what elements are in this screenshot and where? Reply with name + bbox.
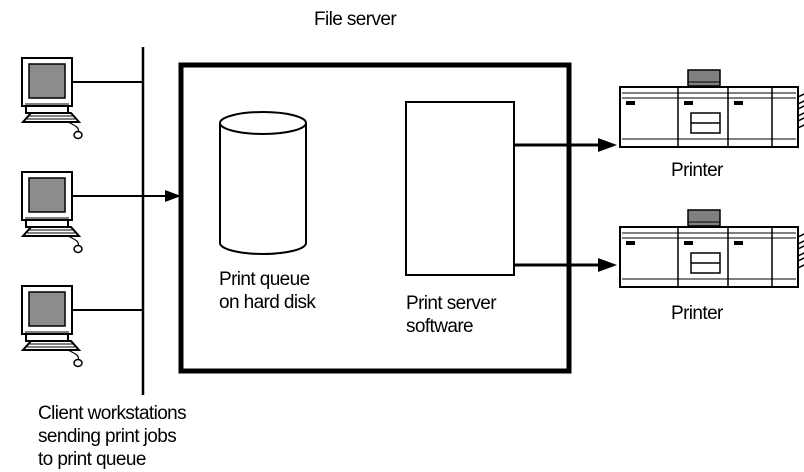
print-server-software-box: [406, 102, 514, 275]
printer-label-1: Printer: [671, 159, 723, 182]
laser-printer-icon: [620, 210, 804, 287]
print-server-software-label-line-1: Print server: [406, 292, 496, 315]
printer-label-2: Printer: [671, 302, 723, 325]
laser-printer-icon: [620, 70, 804, 147]
print-queue-label-line-1: Print queue: [219, 268, 310, 291]
client-label-line-1: Client workstations: [38, 402, 186, 425]
hard-disk-cylinder-icon: [220, 112, 306, 254]
print-queue-label-line-2: on hard disk: [219, 291, 315, 314]
file-server-title: File server: [314, 8, 396, 31]
print-server-software-label-line-2: software: [406, 315, 473, 338]
desktop-computer-icon: [22, 286, 82, 367]
arrow-head: [598, 138, 617, 152]
arrow-head: [598, 258, 617, 272]
desktop-computer-icon: [22, 58, 82, 139]
client-label-line-2: sending print jobs: [38, 425, 176, 448]
desktop-computer-icon: [22, 172, 82, 253]
client-label-line-3: to print queue: [38, 448, 146, 471]
